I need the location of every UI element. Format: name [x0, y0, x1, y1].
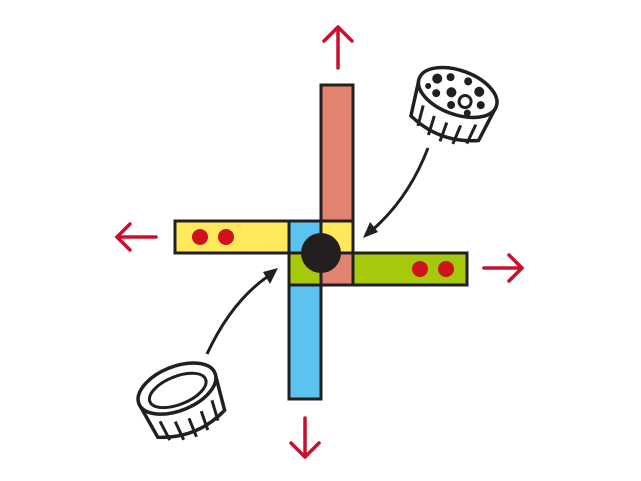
red-dot	[412, 261, 428, 277]
direction-arrow-up-icon	[322, 25, 354, 70]
curved-arrow-to-center-bottom	[205, 268, 278, 355]
direction-arrow-left-icon	[115, 222, 158, 252]
pulley-icon-with-holes	[408, 65, 499, 145]
center-hub	[301, 233, 341, 273]
red-dot	[438, 261, 454, 277]
red-dot	[218, 229, 234, 245]
red-dot	[192, 229, 208, 245]
direction-arrow-down-icon	[289, 416, 321, 459]
curved-arrow-to-center-top	[363, 147, 430, 238]
direction-arrow-right-icon	[482, 253, 524, 283]
pulley-icon-plain	[136, 361, 227, 441]
